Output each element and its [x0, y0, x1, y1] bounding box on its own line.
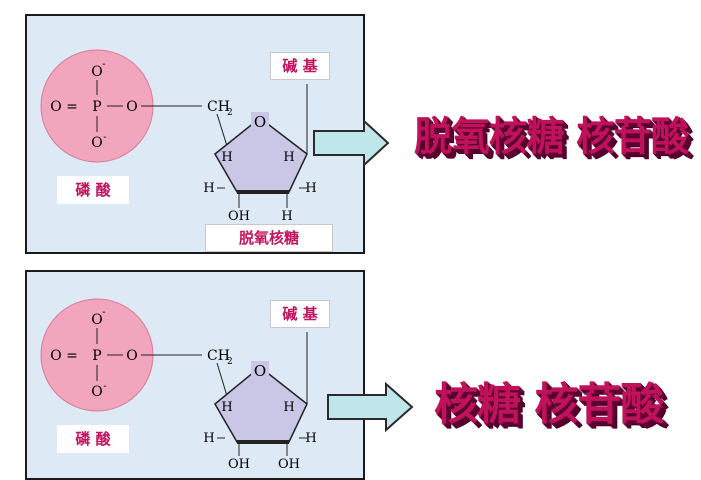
structure-drawing-1: O - O = P O O - CH 2 O H H H H OH H — [40, 49, 317, 224]
phosphate-label: 磷 酸 — [57, 176, 129, 204]
phosphate-o-right: O — [126, 348, 137, 364]
sugar-h-bottom: H — [281, 209, 292, 224]
bond-ch2-c4 — [216, 362, 228, 397]
sugar-ch2-subscript: 2 — [227, 357, 233, 367]
sugar-h-3: H — [203, 431, 214, 446]
phosphate-p: P — [92, 99, 101, 115]
sugar-h-3: H — [203, 181, 214, 196]
sugar-ch2: CH — [207, 99, 230, 115]
sugar-h-4: H — [305, 181, 316, 196]
sugar-h-2: H — [283, 150, 294, 165]
phosphate-p: P — [92, 348, 101, 364]
sugar-h-4: H — [305, 431, 316, 446]
phosphate-o-left: O — [50, 99, 61, 115]
ring-o-bg — [251, 361, 269, 379]
phosphate-neg-top: - — [102, 59, 105, 70]
panel-deoxyribonucleotide: O - O = P O O - CH 2 O H H H H OH H 碱 基 … — [25, 14, 365, 254]
sugar-oh-1: OH — [228, 457, 250, 472]
arrow-right-icon-2 — [327, 381, 414, 433]
sugar-oh: OH — [228, 209, 250, 224]
phosphate-o-right: O — [126, 99, 137, 115]
phosphate-label: 磷 酸 — [57, 425, 129, 453]
phosphate-neg-bottom: - — [103, 381, 106, 392]
sugar-h-1: H — [221, 400, 232, 415]
sugar-ch2: CH — [207, 348, 230, 364]
ring-o-bg — [251, 112, 269, 130]
phosphate-o-left: O — [50, 348, 61, 364]
result-deoxyribonucleotide: 脱氧核糖 核苷酸 — [414, 114, 689, 160]
phosphate-double-bond: = — [66, 99, 78, 115]
base-label: 碱 基 — [270, 52, 330, 80]
sugar-h-2: H — [283, 400, 294, 415]
deoxyribose-label: 脱氧核糖 — [205, 224, 333, 252]
phosphate-o-top: O — [91, 64, 102, 80]
sugar-h-1: H — [221, 150, 232, 165]
arrow-right-icon-1 — [313, 118, 390, 168]
bond-ch2-c4 — [216, 113, 228, 147]
phosphate-o-top: O — [91, 312, 102, 328]
phosphate-o-bottom: O — [91, 135, 102, 151]
phosphate-o-bottom: O — [91, 384, 102, 400]
phosphate-neg-bottom: - — [103, 132, 106, 143]
sugar-ring-o: O — [254, 113, 266, 131]
result-ribonucleotide: 核糖 核苷酸 — [434, 379, 664, 430]
sugar-ch2-subscript: 2 — [227, 108, 233, 118]
base-label: 碱 基 — [270, 300, 330, 328]
phosphate-neg-top: - — [102, 307, 105, 318]
sugar-oh-2: OH — [278, 457, 300, 472]
sugar-ring-o: O — [254, 362, 266, 380]
panel-ribonucleotide: O - O = P O O - CH 2 O H H H H OH OH 碱 基… — [25, 270, 365, 480]
phosphate-double-bond: = — [66, 348, 78, 364]
